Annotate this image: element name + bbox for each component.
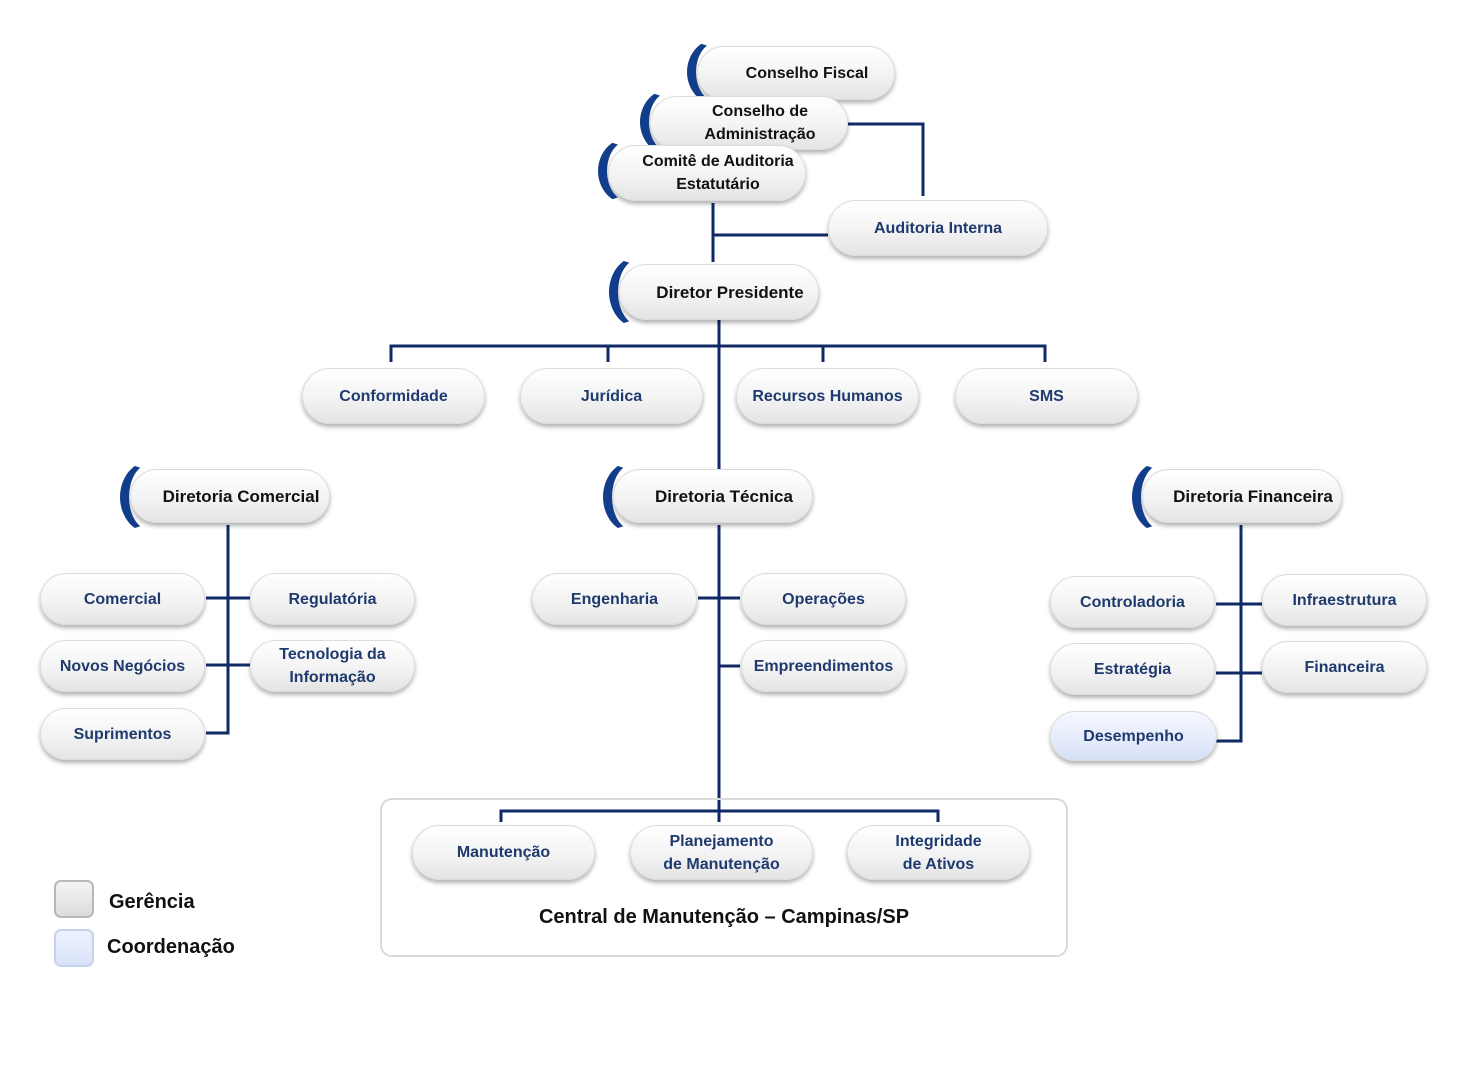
comercial-box: Comercial xyxy=(40,573,205,625)
controladoria-label: Controladoria xyxy=(1080,593,1185,611)
operacoes-label: Operações xyxy=(782,590,865,608)
planejamento-line1: Planejamento xyxy=(669,832,774,850)
central-manutencao-label: Central de Manutenção – Campinas/SP xyxy=(538,906,910,928)
empreendimentos-box: Empreendimentos xyxy=(741,640,906,692)
engenharia-box: Engenharia xyxy=(532,573,697,625)
manutencao-box: Manutenção xyxy=(412,825,595,880)
comercial-label: Comercial xyxy=(83,590,162,608)
novos-negocios-label: Novos Negócios xyxy=(59,657,186,675)
connector-conselho-auditoria xyxy=(848,122,925,196)
tecnologia-informacao-box: Tecnologia da Informação xyxy=(250,640,415,692)
suprimentos-box: Suprimentos xyxy=(40,708,205,760)
infraestrutura-label: Infraestrutura xyxy=(1292,591,1397,609)
diretoria-financeira-box: Diretoria Financeira xyxy=(1132,461,1342,533)
diretor-presidente-box: Diretor Presidente xyxy=(609,256,819,328)
regulatoria-box: Regulatória xyxy=(250,573,415,625)
sms-box: SMS xyxy=(955,368,1138,424)
regulatoria-label: Regulatória xyxy=(288,590,377,608)
diretor-presidente-label: Diretor Presidente xyxy=(656,282,804,302)
operacoes-box: Operações xyxy=(741,573,906,625)
manutencao-label: Manutenção xyxy=(456,844,551,861)
tecnologia-informacao-line1: Tecnologia da xyxy=(279,646,386,663)
auditoria-interna-label: Auditoria Interna xyxy=(873,219,1002,237)
tecnologia-informacao-line2: Informação xyxy=(289,669,376,686)
diretoria-comercial-box: Diretoria Comercial xyxy=(120,461,330,533)
conformidade-label: Conformidade xyxy=(339,387,448,405)
conformidade-box: Conformidade xyxy=(302,368,485,424)
recursos-humanos-label: Recursos Humanos xyxy=(752,387,903,405)
diretoria-financeira-label: Diretoria Financeira xyxy=(1173,486,1333,506)
estrategia-box: Estratégia xyxy=(1050,643,1215,695)
empreendimentos-label: Empreendimentos xyxy=(753,657,894,675)
auditoria-interna-box: Auditoria Interna xyxy=(828,200,1048,256)
diretoria-comercial-label: Diretoria Comercial xyxy=(162,486,320,506)
conselho-administracao-line1: Conselho de xyxy=(711,103,808,120)
desempenho-label: Desempenho xyxy=(1083,727,1184,745)
legend-gerencia-swatch xyxy=(54,880,94,918)
comite-auditoria-line1: Comitê de Auditoria xyxy=(642,153,794,170)
estrategia-label: Estratégia xyxy=(1093,660,1172,678)
conselho-fiscal-label: Conselho Fiscal xyxy=(745,64,869,82)
financeira-label: Financeira xyxy=(1304,658,1385,676)
engenharia-label: Engenharia xyxy=(570,590,659,608)
connector-staff-bar xyxy=(389,344,1047,362)
connectors xyxy=(206,122,1262,822)
conselho-administracao-box: Conselho de Administração xyxy=(640,89,848,155)
juridica-box: Jurídica xyxy=(520,368,703,424)
planejamento-line2: de Manutenção xyxy=(663,855,780,873)
integridade-line2: de Ativos xyxy=(902,855,975,873)
legend-gerencia-label: Gerência xyxy=(109,891,195,913)
sms-label: SMS xyxy=(1029,387,1064,405)
integridade-ativos-box: Integridade de Ativos xyxy=(847,825,1030,880)
diretoria-tecnica-label: Diretoria Técnica xyxy=(655,486,793,506)
central-manutencao-frame xyxy=(380,798,1068,957)
controladoria-box: Controladoria xyxy=(1050,576,1215,628)
legend-coordenacao-swatch xyxy=(54,929,94,967)
infraestrutura-box: Infraestrutura xyxy=(1262,574,1427,626)
comite-auditoria-line2: Estatutário xyxy=(676,176,760,193)
conselho-administracao-line2: Administração xyxy=(704,126,816,143)
novos-negocios-box: Novos Negócios xyxy=(40,640,205,692)
desempenho-box: Desempenho xyxy=(1050,711,1217,761)
juridica-label: Jurídica xyxy=(580,387,643,405)
planejamento-manutencao-box: Planejamento de Manutenção xyxy=(630,825,813,880)
conselho-fiscal-box: Conselho Fiscal xyxy=(687,39,895,105)
recursos-humanos-box: Recursos Humanos xyxy=(736,368,919,424)
diretoria-tecnica-box: Diretoria Técnica xyxy=(603,461,813,533)
financeira-box: Financeira xyxy=(1262,641,1427,693)
integridade-line1: Integridade xyxy=(895,832,982,850)
connector-comercial-trunk xyxy=(206,525,230,735)
suprimentos-label: Suprimentos xyxy=(73,725,172,743)
legend-coordenacao-label: Coordenação xyxy=(107,936,235,958)
connector-financeira-trunk xyxy=(1216,525,1243,743)
comite-auditoria-box: Comitê de Auditoria Estatutário xyxy=(598,138,806,204)
